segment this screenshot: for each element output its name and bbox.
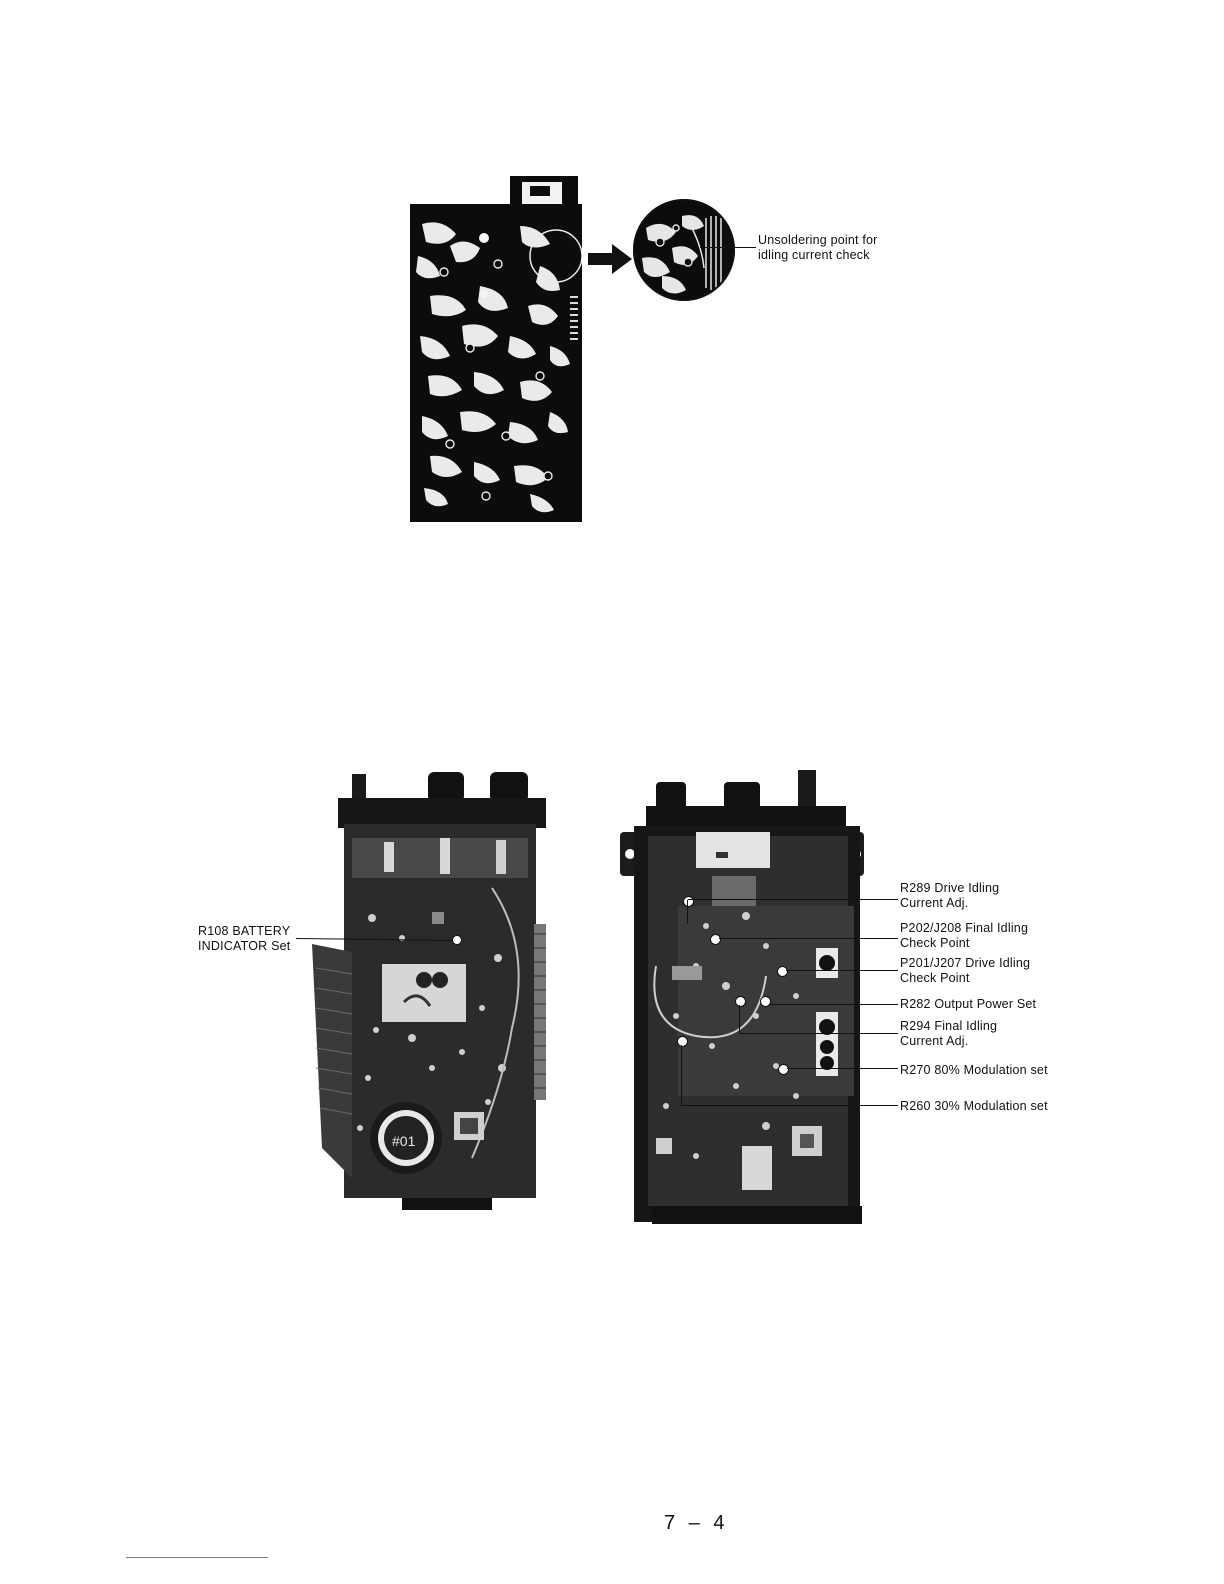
callout-leader-p202	[719, 938, 898, 939]
callout-leader-r282	[769, 1004, 898, 1005]
callout-p201-j207: P201/J207 Drive Idling Check Point	[900, 956, 1030, 986]
r282-point-marker	[760, 996, 771, 1007]
callout-r282: R282 Output Power Set	[900, 997, 1036, 1012]
footer-rule	[126, 1557, 268, 1558]
callout-r289: R289 Drive Idling Current Adj.	[900, 881, 999, 911]
callout-leader-top	[700, 247, 756, 248]
r270-point-marker	[778, 1064, 789, 1075]
callout-leader-p201	[786, 970, 898, 971]
callout-r108-battery-indicator: R108 BATTERY INDICATOR Set	[198, 924, 290, 954]
callout-leader-r260-v	[681, 1045, 682, 1105]
chassis-front-photo: #01	[312, 768, 548, 1210]
r108-point-marker	[452, 935, 462, 945]
callout-leader-r289-v	[687, 900, 688, 924]
speaker-label: #01	[392, 1133, 416, 1149]
callout-leader-r294-v	[739, 1005, 740, 1033]
page-number: 7 – 4	[664, 1512, 728, 1535]
r289-point-marker	[683, 896, 694, 907]
callout-leader-r294-h	[739, 1033, 898, 1034]
p201-j207-point-marker	[777, 966, 788, 977]
callout-leader-r260-h	[681, 1105, 898, 1106]
callout-r294: R294 Final Idling Current Adj.	[900, 1019, 997, 1049]
callout-p202-j208: P202/J208 Final Idling Check Point	[900, 921, 1028, 951]
magnified-detail-photo	[632, 198, 736, 302]
callout-r270: R270 80% Modulation set	[900, 1063, 1048, 1078]
pcb-foil-photo	[410, 176, 582, 522]
callout-r260: R260 30% Modulation set	[900, 1099, 1048, 1114]
callout-leader-r270	[787, 1068, 898, 1069]
arrow-right-icon	[588, 244, 632, 274]
r260-point-marker	[677, 1036, 688, 1047]
r294-point-marker	[735, 996, 746, 1007]
p202-j208-point-marker	[710, 934, 721, 945]
callout-unsoldering-point: Unsoldering point for idling current che…	[758, 233, 878, 263]
callout-leader-r289-h	[688, 899, 898, 900]
